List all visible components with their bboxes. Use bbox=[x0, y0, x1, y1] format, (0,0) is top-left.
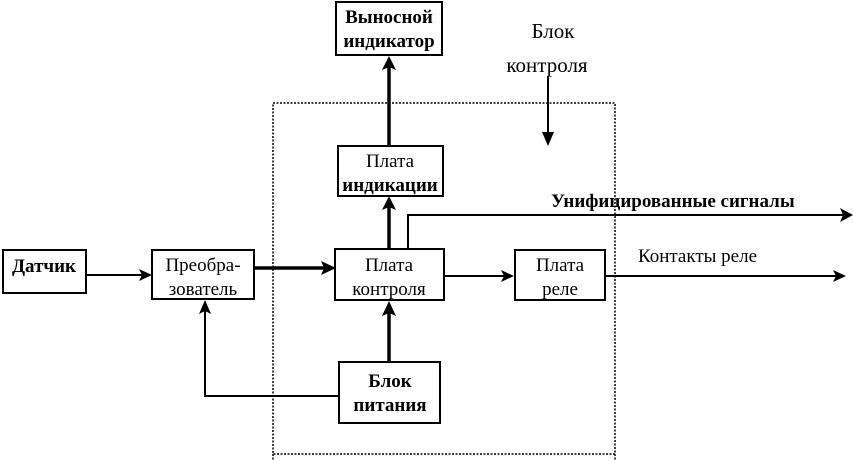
block-power-supply: Блок питания bbox=[338, 361, 441, 424]
arrowhead-control-relay bbox=[501, 270, 514, 282]
relay-board-label-line1: Плата bbox=[536, 255, 585, 276]
sensor-label: Датчик bbox=[12, 256, 76, 277]
control-board-label-line1: Плата bbox=[365, 255, 414, 276]
arrowhead-relay-contacts bbox=[833, 270, 846, 282]
converter-label-line2: зователь bbox=[169, 279, 238, 300]
indication-board-label-line2: индикации bbox=[342, 175, 438, 196]
indication-board-label-line1: Плата bbox=[366, 151, 415, 172]
converter-label-line1: Преобра- bbox=[165, 255, 240, 276]
arrowhead-unified-signals bbox=[840, 208, 853, 222]
control-unit-pointer-arrowhead bbox=[542, 132, 554, 146]
arrowhead-indication-remote bbox=[382, 56, 396, 70]
relay-contacts-label: Контакты реле bbox=[638, 246, 757, 267]
control-board-label-line2: контроля bbox=[352, 279, 426, 300]
link-power-converter bbox=[204, 310, 339, 397]
arrowhead-power-control bbox=[382, 301, 396, 316]
arrowhead-converter-control bbox=[321, 261, 336, 275]
arrowhead-control-indication bbox=[382, 196, 396, 210]
remote-indicator-label-line1: Выносной bbox=[345, 7, 433, 28]
arrowhead-power-converter bbox=[199, 300, 211, 314]
control-unit-label-line2: контроля bbox=[506, 53, 588, 77]
block-relay-board: Плата реле bbox=[514, 249, 606, 301]
power-supply-label-line2: питания bbox=[353, 395, 426, 416]
link-control-unified-signals bbox=[407, 214, 843, 249]
block-converter: Преобра- зователь bbox=[151, 249, 255, 300]
block-indication-board: Плата индикации bbox=[337, 145, 444, 197]
control-unit-label-line1: Блок bbox=[532, 19, 576, 43]
unified-signals-label: Унифицированные сигналы bbox=[551, 191, 795, 212]
block-control-board: Плата контроля bbox=[334, 248, 445, 301]
arrowhead-sensor-converter bbox=[139, 269, 152, 281]
block-sensor: Датчик bbox=[2, 249, 87, 294]
block-remote-indicator: Выносной индикатор bbox=[335, 1, 443, 56]
power-supply-label-line1: Блок bbox=[368, 371, 411, 392]
relay-board-label-line2: реле bbox=[542, 279, 578, 300]
remote-indicator-label-line2: индикатор bbox=[343, 31, 434, 52]
